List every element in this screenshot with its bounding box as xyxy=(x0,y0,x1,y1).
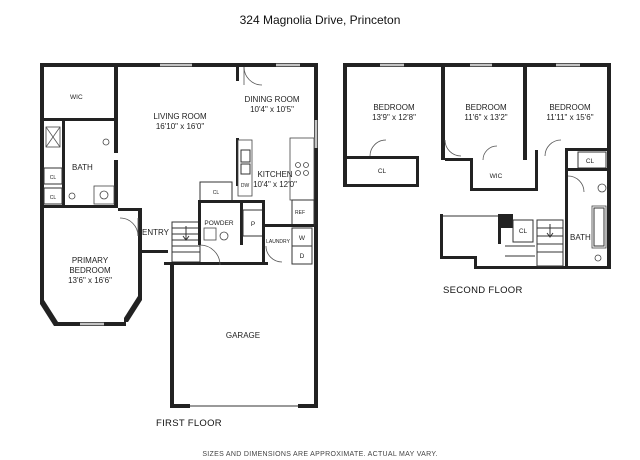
dryer-label: D xyxy=(300,253,305,260)
garage-label: GARAGE xyxy=(226,331,260,340)
dining-room-dimensions: 10'4" x 10'5" xyxy=(250,105,294,114)
bedroom-label: BEDROOM xyxy=(465,103,507,112)
entry-label: ENTRY xyxy=(142,228,170,237)
bedroom-dimensions: 13'9" x 12'8" xyxy=(372,113,416,122)
kitchen-dimensions: 10'4" x 12'0" xyxy=(253,180,297,189)
second-floor-plan xyxy=(343,63,611,269)
page-title: 324 Magnolia Drive, Princeton xyxy=(240,13,401,27)
disclaimer: SIZES AND DIMENSIONS ARE APPROXIMATE. AC… xyxy=(202,451,437,458)
wall xyxy=(114,63,118,153)
first-floor-label: FIRST FLOOR xyxy=(156,418,222,429)
bedroom-label: BEDROOM xyxy=(373,103,415,112)
primary-bedroom-label: BEDROOM xyxy=(69,266,111,275)
dining-room-label: DINING ROOM xyxy=(244,95,299,104)
primary-bedroom-dimensions: 13'6" x 16'6" xyxy=(68,276,112,285)
wall xyxy=(40,63,44,304)
closet-label: CL xyxy=(50,195,57,201)
pantry-label: P xyxy=(251,221,255,228)
dishwasher-label: DW xyxy=(241,183,250,189)
living-room-label: LIVING ROOM xyxy=(153,112,207,121)
laundry-label: LAUNDRY xyxy=(266,239,290,245)
bath-label: BATH xyxy=(570,233,591,242)
closet-label: CL xyxy=(519,228,528,235)
closet-label: CL xyxy=(378,168,387,175)
wic-label: WIC xyxy=(70,94,83,101)
wic-label: WIC xyxy=(490,173,503,180)
washer-label: W xyxy=(299,235,306,242)
closet-label: CL xyxy=(586,158,595,165)
first-floor-plan xyxy=(40,63,318,408)
refrigerator-label: REF xyxy=(295,210,305,216)
primary-bedroom-label: PRIMARY xyxy=(72,256,109,265)
bedroom-dimensions: 11'6" x 13'2" xyxy=(464,113,507,122)
bath-label: BATH xyxy=(72,163,93,172)
closet-label: CL xyxy=(213,190,220,196)
bedroom-label: BEDROOM xyxy=(549,103,591,112)
bedroom-dimensions: 11'11" x 15'6" xyxy=(546,113,593,122)
wall xyxy=(314,63,318,408)
wall xyxy=(40,118,118,121)
powder-room-label: POWDER xyxy=(204,220,234,227)
kitchen-label: KITCHEN xyxy=(257,170,292,179)
living-room-dimensions: 16'10" x 16'0" xyxy=(156,122,204,131)
second-floor-label: SECOND FLOOR xyxy=(443,285,523,296)
closet-label: CL xyxy=(50,175,57,181)
